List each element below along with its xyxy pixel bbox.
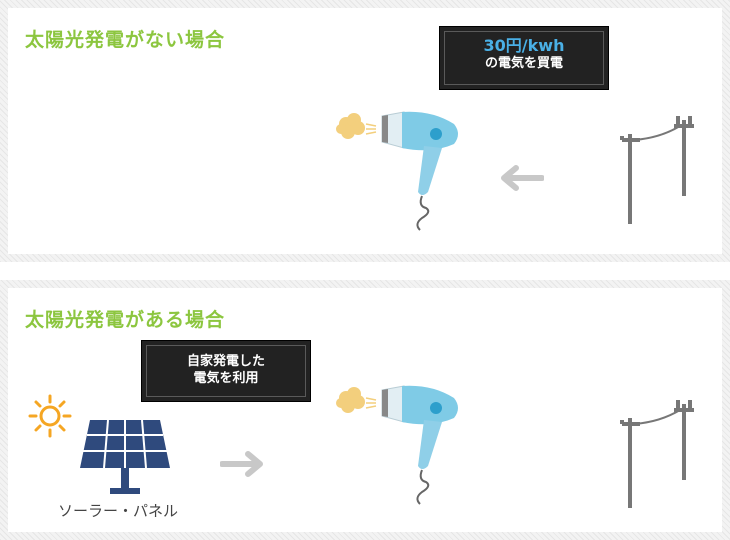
- scenario-without-solar-panel: 太陽光発電がない場合 30円/kwh の電気を買電: [0, 0, 730, 262]
- solar-panel-icon: [80, 419, 170, 494]
- price-subtext: の電気を買電: [484, 56, 563, 71]
- panel-title: 太陽光発電がない場合: [25, 29, 226, 51]
- hair-dryer-icon: [335, 110, 459, 231]
- callout-line-1: 自家発電した: [186, 354, 265, 369]
- price-callout: 30円/kwh の電気を買電: [439, 26, 609, 90]
- price-text: 30円/kwh: [483, 36, 565, 55]
- panel-body: 太陽光発電がある場合 自家発電した 電気を利用: [8, 288, 722, 532]
- sun-icon: [28, 394, 72, 438]
- scenario-with-solar-panel: 太陽光発電がある場合 自家発電した 電気を利用: [0, 280, 730, 540]
- utility-pole-icon: [620, 399, 695, 509]
- arrow-right-icon: [220, 451, 263, 477]
- self-generation-callout: 自家発電した 電気を利用: [141, 340, 311, 402]
- panel-body: 太陽光発電がない場合 30円/kwh の電気を買電: [8, 8, 722, 254]
- solar-panel-label: ソーラー・パネル: [58, 502, 179, 520]
- callout-line-2: 電気を利用: [193, 371, 259, 386]
- utility-pole-icon: [620, 115, 695, 225]
- hair-dryer-icon: [335, 384, 459, 505]
- arrow-left-icon: [501, 165, 544, 191]
- panel-title: 太陽光発電がある場合: [25, 309, 226, 331]
